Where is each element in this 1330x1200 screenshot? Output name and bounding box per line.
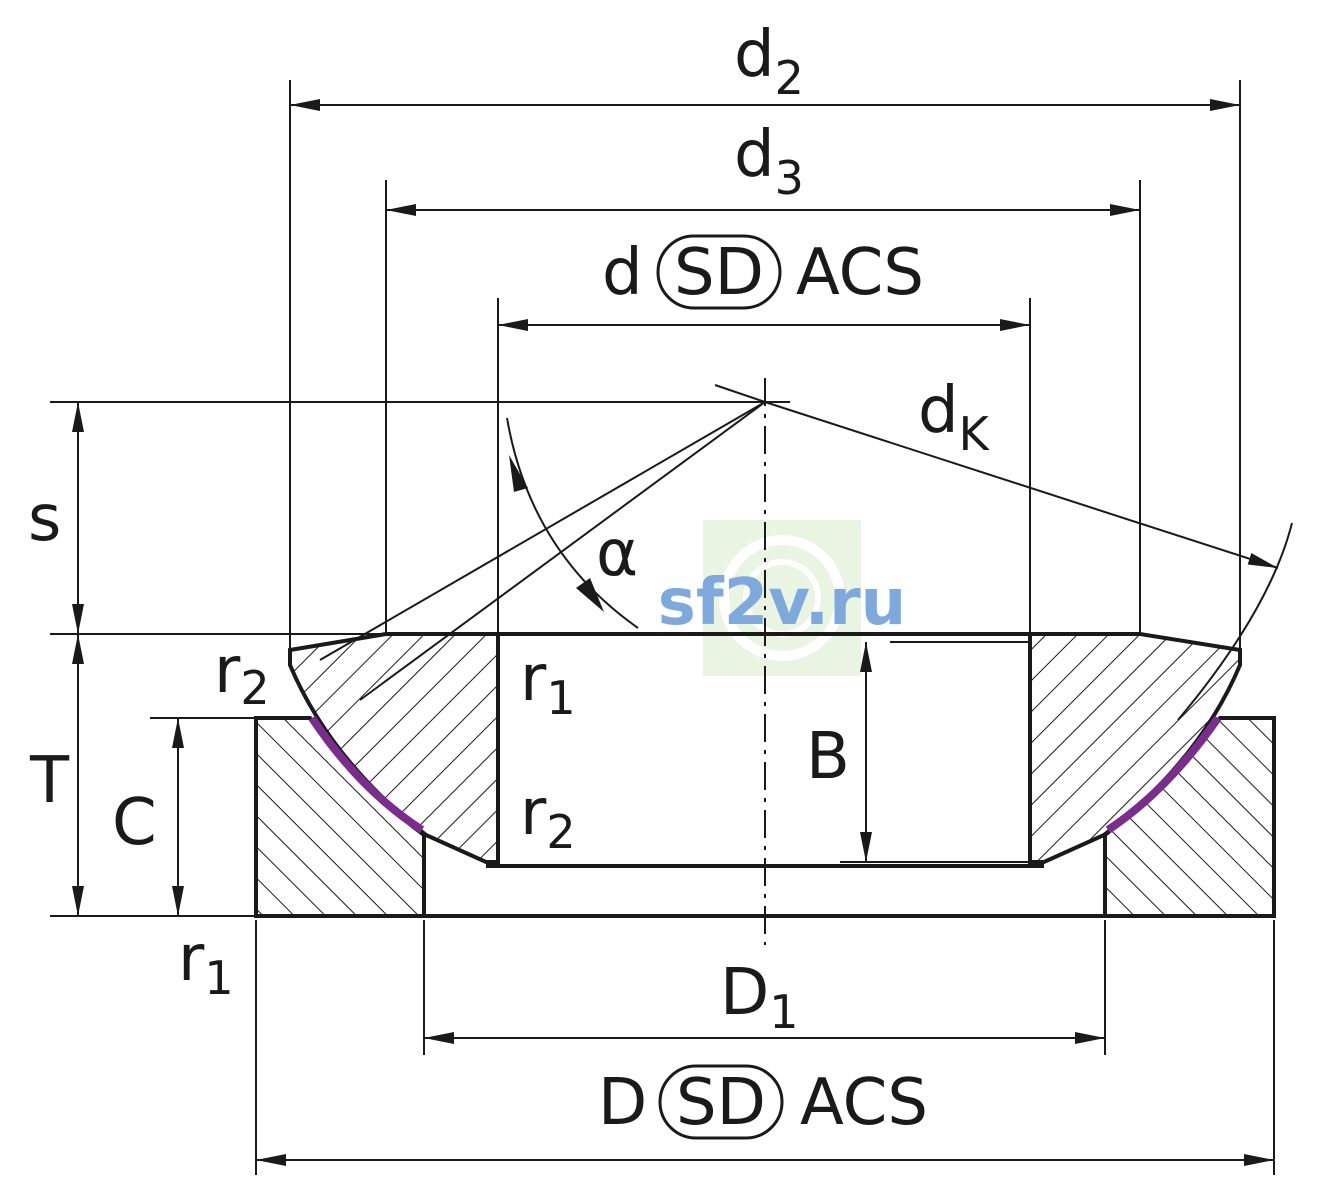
outer-diameter-badge-frame [658, 1064, 784, 1140]
outer-diameter-prefix: D [598, 1066, 647, 1140]
inner-bore-badge-frame [656, 234, 782, 310]
label-r2-inner: r2 [520, 776, 576, 859]
label-d3: d3 [734, 118, 804, 205]
label-r1-inner: r1 [520, 642, 576, 725]
dk-dimension-line [764, 401, 1279, 569]
label-C: C [112, 786, 157, 860]
watermark-bearing-icon [719, 535, 845, 661]
label-B: B [806, 720, 850, 794]
inner-bore-badge: SD [674, 236, 764, 310]
outer-diameter-tolerance-label: D SD ACS [598, 1064, 928, 1140]
sliding-layer-left [308, 715, 425, 834]
label-d2: d2 [734, 18, 804, 105]
sphere-geometry [319, 384, 1293, 721]
label-T: T [29, 744, 70, 818]
watermark-background [703, 520, 861, 676]
watermark-text: sf2v.ru [658, 566, 906, 640]
dimension-lines [72, 99, 1274, 1166]
label-D1: D1 [720, 956, 799, 1039]
inner-bore-suffix: ACS [796, 236, 924, 310]
label-alpha: α [596, 517, 638, 591]
watermark: sf2v.ru [658, 520, 906, 676]
outer-diameter-badge: SD [676, 1066, 766, 1140]
label-r2-upper: r2 [214, 634, 270, 715]
label-dk: dK [918, 374, 991, 461]
outer-diameter-suffix: ACS [800, 1066, 928, 1140]
sliding-layer-right [1105, 715, 1222, 834]
alpha-arrow-lower [576, 578, 604, 612]
label-s: s [28, 482, 61, 556]
label-r1-lower: r1 [178, 922, 234, 1005]
alpha-arc [506, 417, 639, 629]
alpha-arrow-upper [509, 455, 528, 492]
inner-bore-prefix: d [602, 236, 643, 310]
inner-bore-tolerance-label: d SD ACS [602, 234, 924, 310]
